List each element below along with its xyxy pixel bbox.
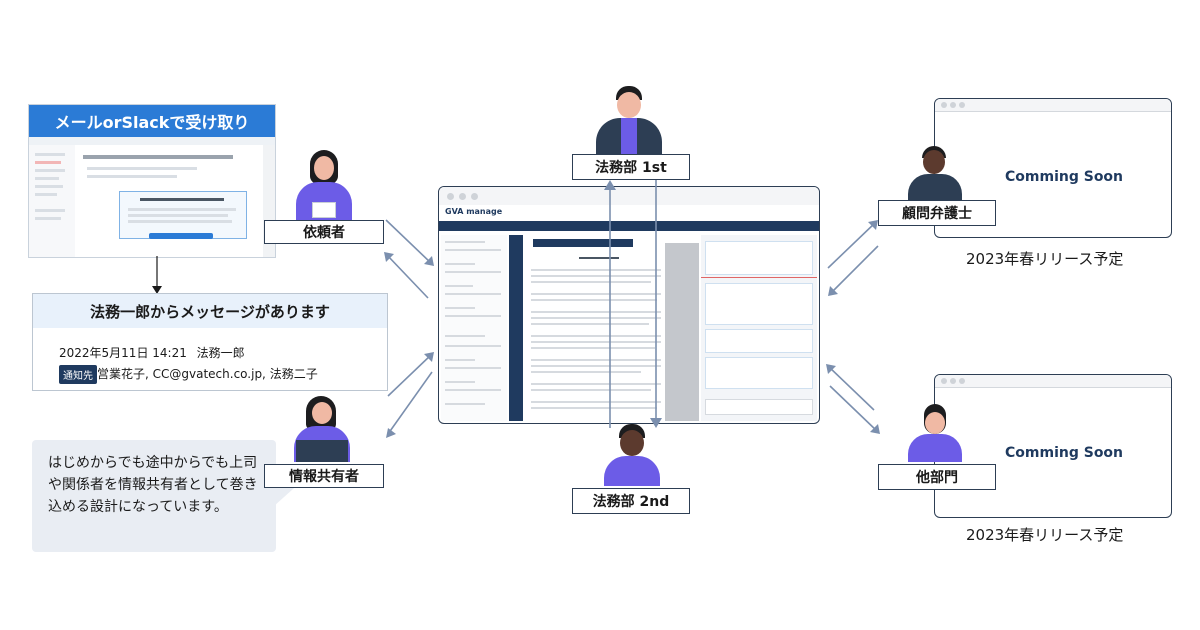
notification-title: 法務一郎からメッセージがあります: [33, 294, 387, 328]
app-window-bar: [439, 187, 819, 205]
app-left-form: [441, 235, 507, 421]
role-counsel: 顧問弁護士: [878, 200, 996, 226]
app-logo: GVA manage: [445, 207, 503, 216]
other-dept-figure: [906, 404, 964, 462]
email-screenshot: メールorSlackで受け取り: [28, 104, 276, 258]
email-sidebar: [29, 145, 75, 257]
right-arrows: [826, 220, 880, 434]
other-dept-release: 2023年春リリース予定: [966, 526, 1124, 544]
other-dept-coming-soon: Comming Soon: [1005, 445, 1124, 461]
role-legal-2nd: 法務部 2nd: [572, 488, 690, 514]
email-toolbar: [29, 137, 275, 145]
role-requester: 依頼者: [264, 220, 384, 244]
email-to-notify-arrow: [152, 256, 162, 294]
email-open-button[interactable]: [149, 233, 213, 239]
app-tabbar: [439, 221, 819, 231]
app-message-panel: [701, 235, 817, 421]
app-document: [525, 235, 685, 421]
notification-meta: 2022年5月11日 14:21 法務一郎: [59, 344, 245, 361]
notification-datetime: 2022年5月11日 14:21: [59, 346, 187, 360]
role-other-dept: 他部門: [878, 464, 996, 490]
app-screenshot: GVA manage: [438, 186, 820, 424]
app-split-divider: [665, 243, 699, 421]
counsel-figure: [906, 146, 964, 204]
email-banner: メールorSlackで受け取り: [29, 105, 275, 137]
info-sharer-figure: [292, 396, 352, 462]
notification-tag: 通知先: [59, 365, 97, 384]
legal-2nd-figure: [604, 424, 660, 486]
notification-recipients: 営業花子, CC@gvatech.co.jp, 法務二子: [97, 367, 318, 381]
app-doc-toolbar: [509, 235, 523, 421]
notification-sender: 法務一郎: [196, 346, 245, 360]
requester-figure: [294, 150, 354, 222]
email-logo: [163, 177, 213, 185]
bubble-text: はじめからでも途中からでも上司や関係者を情報共有者として巻き込める設計になってい…: [48, 455, 258, 515]
other-dept-browser: Comming Soon: [934, 374, 1172, 518]
notification-card: 法務一郎からメッセージがあります 2022年5月11日 14:21 法務一郎 通…: [32, 293, 388, 391]
legal-vertical-arrows: [604, 180, 662, 428]
counsel-release: 2023年春リリース予定: [966, 250, 1124, 268]
role-legal-1st: 法務部 1st: [572, 154, 690, 180]
speech-bubble: [32, 440, 276, 552]
legal-1st-figure: [594, 84, 664, 154]
left-arrows: [384, 219, 434, 438]
counsel-coming-soon: Comming Soon: [1005, 169, 1124, 185]
email-message-card: [119, 191, 247, 239]
role-info-sharer: 情報共有者: [264, 464, 384, 488]
